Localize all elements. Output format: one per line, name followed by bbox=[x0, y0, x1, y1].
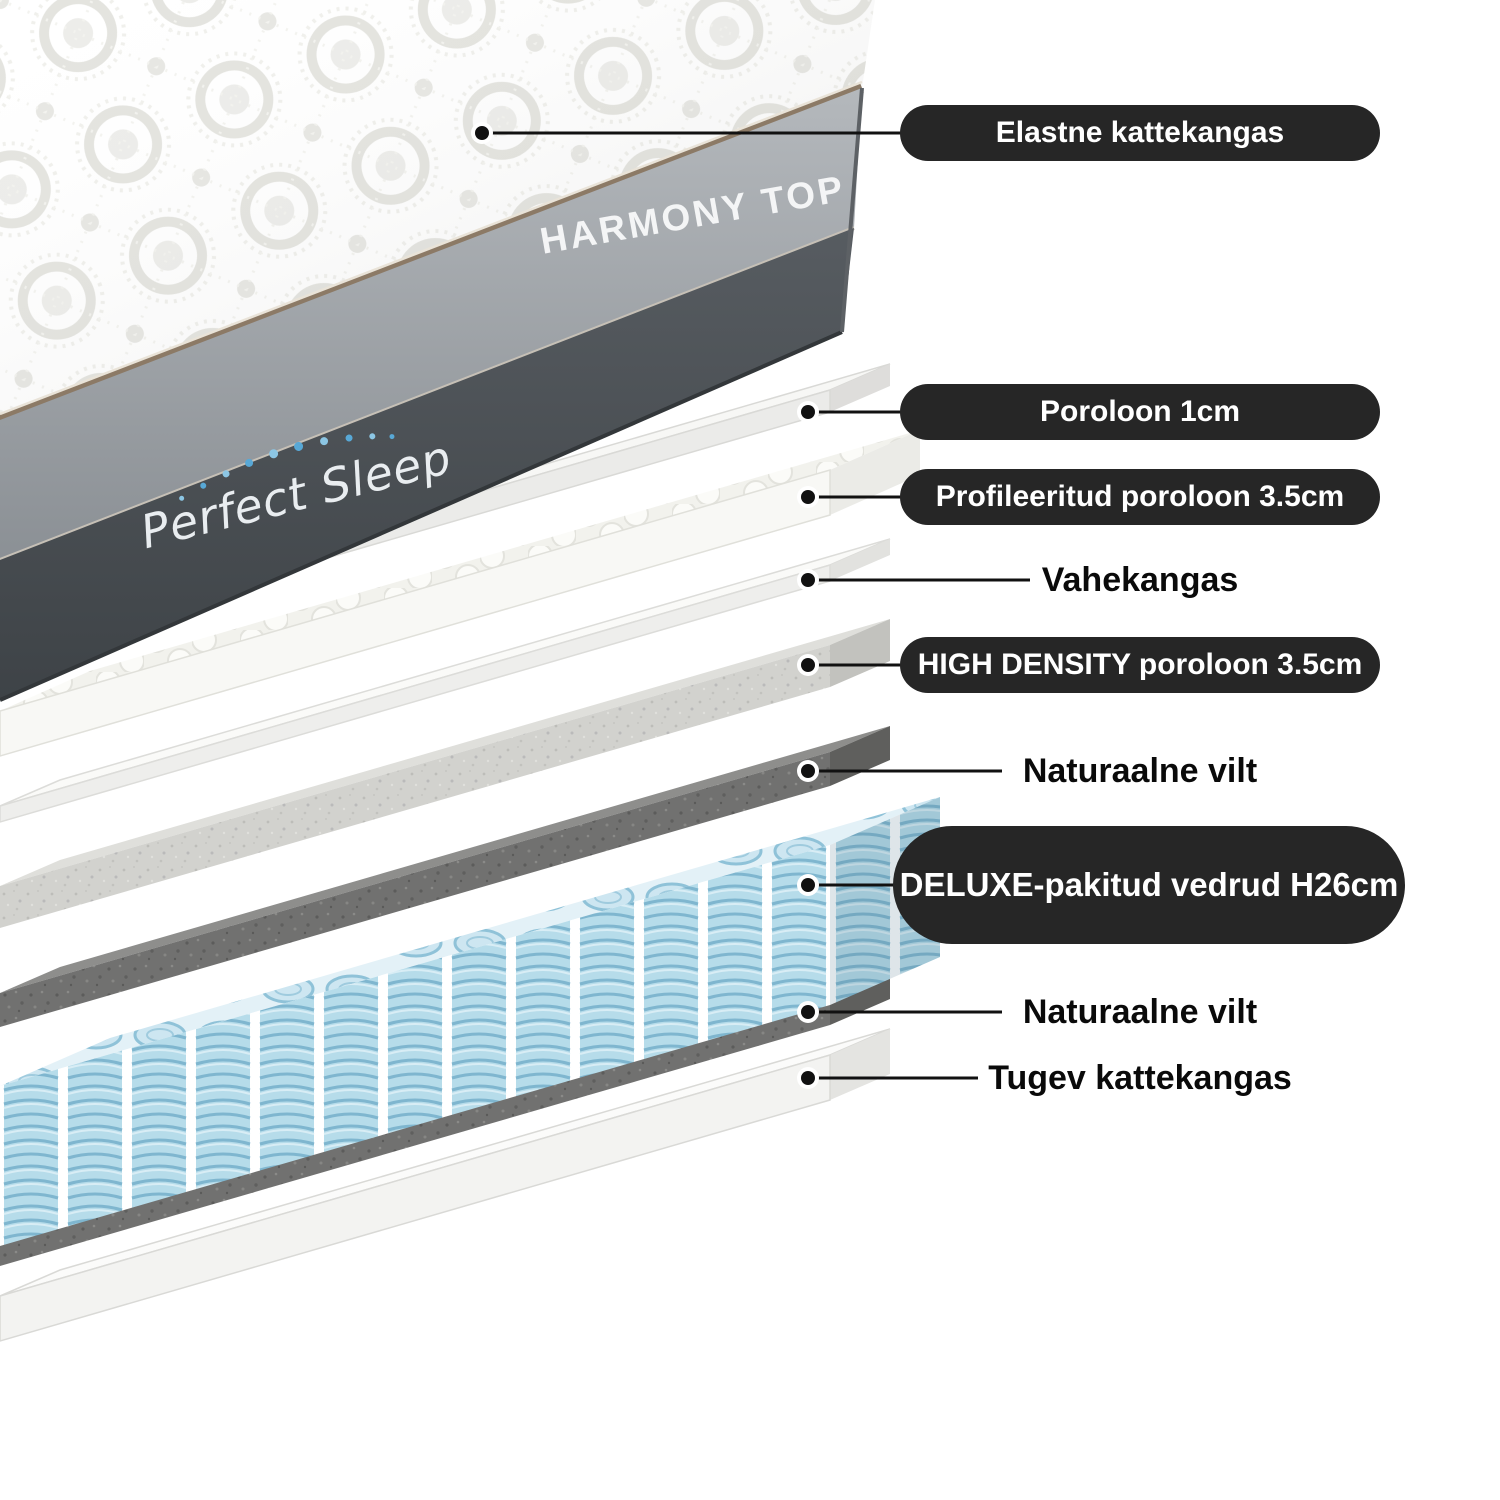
layer-front-face bbox=[0, 469, 831, 757]
callout-label-deluxe-vedrud: DELUXE-pakitud vedrud H26cm bbox=[893, 826, 1405, 944]
callout-label-naturaalne-vilt-top: Naturaalne vilt bbox=[1022, 751, 1258, 790]
layer-end-face bbox=[830, 430, 920, 515]
callout-marker-5 bbox=[797, 654, 819, 676]
layer-top-face bbox=[0, 430, 920, 711]
mattress-tape-highlight bbox=[0, 80, 863, 416]
layer-front-face bbox=[0, 845, 830, 1246]
layer-high-density-foam bbox=[0, 619, 890, 928]
callout-markers bbox=[471, 122, 819, 1089]
layer-top-face bbox=[0, 726, 890, 993]
callout-lines bbox=[482, 131, 1030, 1080]
callout-marker-6 bbox=[797, 760, 819, 782]
callout-label-tugev-kattekangas: Tugev kattekangas bbox=[988, 1058, 1292, 1097]
layer-front-face bbox=[0, 645, 830, 928]
callout-label-profileeritud-poroloon: Profileeritud poroloon 3.5cm bbox=[900, 469, 1380, 525]
mattress-block: HARMONY TOP Perfect Sleep bbox=[0, 0, 875, 702]
layer-front-face bbox=[0, 564, 831, 823]
mattress-corner-edge bbox=[840, 87, 864, 333]
callout-label-elastne-kattekangas: Elastne kattekangas bbox=[900, 105, 1380, 161]
mattress-band bbox=[0, 88, 862, 560]
callout-label-vahekangas: Vahekangas bbox=[1041, 560, 1239, 599]
layer-end-face bbox=[830, 539, 890, 581]
callout-marker-9 bbox=[797, 1067, 819, 1089]
layer-end-face bbox=[830, 1029, 890, 1100]
layer-end-face bbox=[830, 619, 890, 687]
mattress-bottom-edge bbox=[0, 330, 843, 702]
layer-top-face bbox=[0, 619, 890, 886]
callout-label-high-density-poroloon: HIGH DENSITY poroloon 3.5cm bbox=[900, 637, 1380, 693]
brand-dots bbox=[179, 433, 395, 501]
callout-label-naturaalne-vilt-bottom: Naturaalne vilt bbox=[1022, 992, 1258, 1031]
mattress-quilt-shade bbox=[0, 0, 875, 420]
layer-front-face bbox=[0, 752, 830, 1027]
layer-vahekangas bbox=[0, 538, 891, 823]
layer-tugev-kattekangas bbox=[0, 1028, 891, 1342]
callout-marker-8 bbox=[797, 1001, 819, 1023]
mattress-dark-side bbox=[0, 228, 854, 700]
layer-profiled-foam bbox=[0, 430, 920, 757]
layer-top-face bbox=[0, 797, 940, 1086]
callout-marker-7 bbox=[797, 874, 819, 896]
callout-marker-3 bbox=[797, 486, 819, 508]
callout-marker-2 bbox=[797, 401, 819, 423]
callout-marker-4 bbox=[797, 569, 819, 591]
callout-marker-1 bbox=[471, 122, 493, 144]
layer-end-face bbox=[830, 364, 890, 412]
callout-label-poroloon-1cm: Poroloon 1cm bbox=[900, 384, 1380, 440]
layer-front-face bbox=[0, 1054, 831, 1342]
